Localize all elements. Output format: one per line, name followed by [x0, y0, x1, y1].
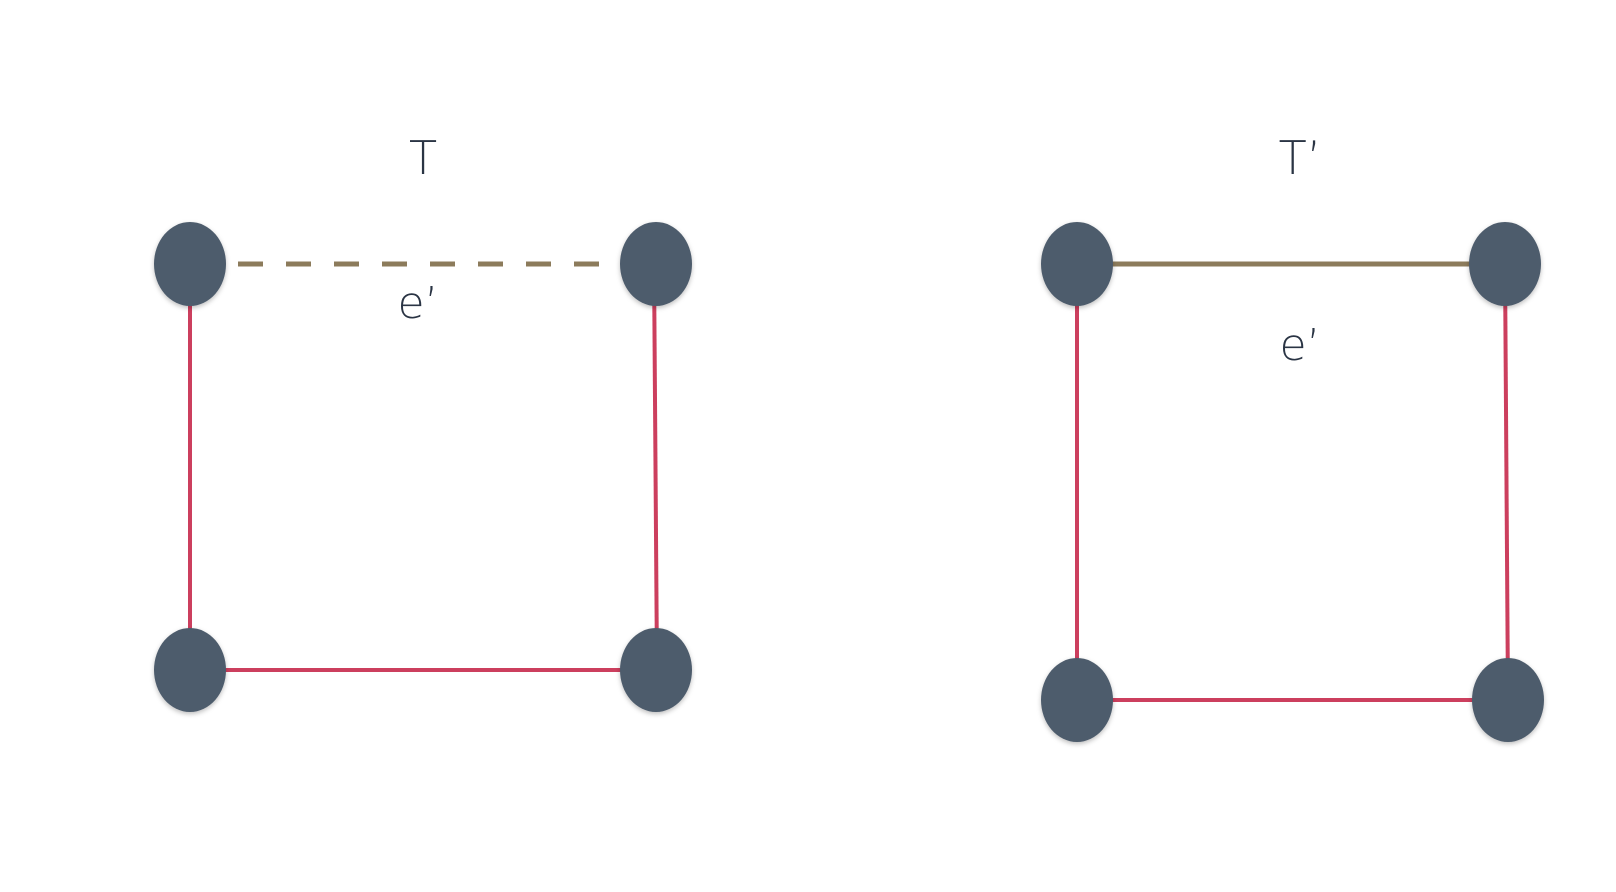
node-bottom-left: [154, 628, 226, 712]
node-top-right: [620, 222, 692, 306]
graph-t-prime-title: T’: [1279, 131, 1322, 185]
node-top-left: [154, 222, 226, 306]
node-bottom-left: [1041, 658, 1113, 742]
node-bottom-right: [620, 628, 692, 712]
node-top-left: [1041, 222, 1113, 306]
edge-right-vertical: [652, 263, 659, 671]
node-top-right: [1469, 222, 1541, 306]
graph-t: T e’: [154, 131, 692, 712]
graph-t-prime-edge-label: e’: [1279, 320, 1320, 371]
graph-t-edge-label: e’: [397, 278, 438, 329]
graph-t-title: T: [409, 131, 437, 185]
node-bottom-right: [1472, 658, 1544, 742]
edge-right-vertical: [1503, 263, 1510, 701]
graph-t-prime: T’ e’: [1041, 131, 1544, 742]
